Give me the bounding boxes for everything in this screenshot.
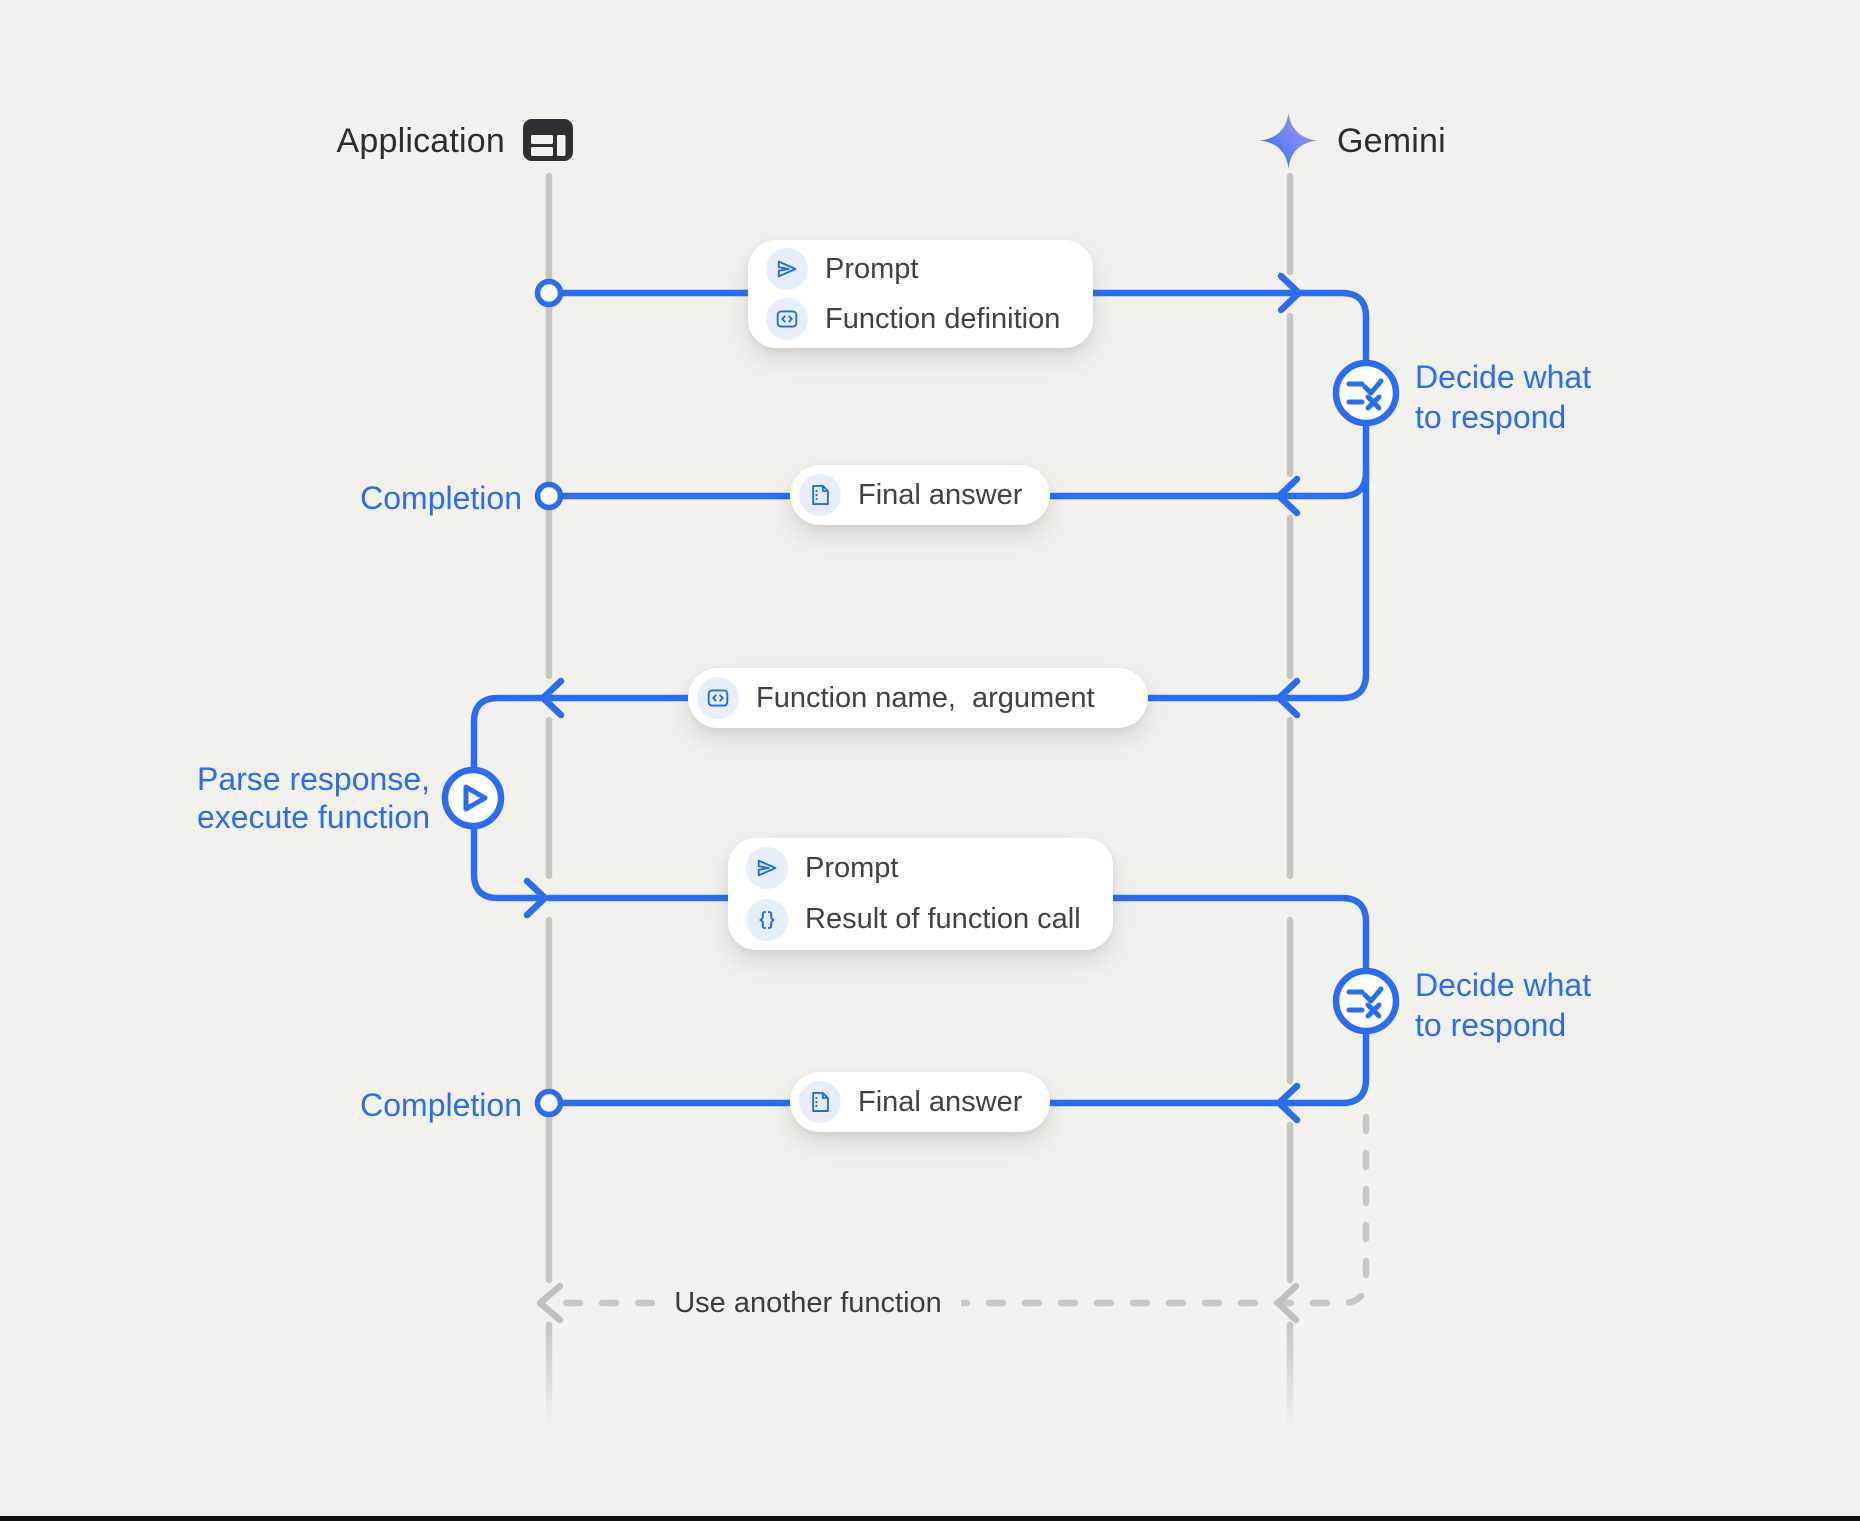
message-label: Prompt — [805, 851, 899, 884]
document-icon — [799, 1081, 841, 1123]
execute-node — [441, 766, 505, 830]
parse-execute-label: Parse response, execute function — [110, 760, 430, 836]
message-row: Function definition — [766, 298, 1067, 340]
message-label: Final answer — [858, 478, 1023, 511]
message-row: Function name, argument — [697, 677, 1128, 719]
play-icon — [463, 784, 488, 812]
app-window-icon — [523, 119, 573, 161]
arrowhead-left-application-dashed — [536, 1282, 564, 1324]
code-icon — [766, 298, 808, 340]
application-actor-label: Application — [336, 122, 505, 160]
decide-node-2 — [1332, 967, 1400, 1035]
arrowhead-left-gemini-completion-2 — [1275, 1082, 1301, 1124]
origin-marker-completion-1 — [534, 481, 564, 511]
message-box-function-name-argument: Function name, argument — [688, 668, 1148, 728]
origin-marker-completion-2 — [534, 1088, 564, 1118]
decide-label-line1: Decide what — [1415, 967, 1592, 1003]
use-another-function-dashed-path — [541, 1113, 1370, 1307]
decide-label-line1: Decide what — [1415, 359, 1592, 395]
gemini-star-icon — [1260, 112, 1317, 169]
message-box-final-answer-2: Final answer — [790, 1072, 1050, 1132]
message-label: Result of function call — [805, 903, 1081, 936]
arrowhead-right-gemini-msg1 — [1277, 272, 1303, 314]
send-icon — [766, 248, 808, 290]
decide-label-2: Decide what to respond — [1415, 965, 1591, 1045]
message-label: Function name, argument — [756, 681, 1095, 714]
braces-icon — [746, 898, 788, 941]
gemini-actor-label: Gemini — [1337, 122, 1446, 160]
message-row: Prompt — [766, 248, 1067, 290]
origin-markers — [534, 278, 564, 1118]
message-label: Prompt — [825, 252, 919, 285]
dashed-arrowheads — [536, 1282, 1300, 1324]
path-final-answer-1 — [545, 468, 1370, 500]
message-box-final-answer-1: Final answer — [790, 465, 1050, 525]
blue-arrowheads — [523, 272, 1303, 1124]
message-box-prompt-function-result: Prompt Result of function call — [728, 838, 1113, 950]
completion-label-1: Completion — [360, 480, 522, 516]
code-icon — [697, 677, 739, 719]
bottom-edge-bar — [0, 1516, 1860, 1521]
completion-label-2: Completion — [360, 1087, 522, 1123]
decide-node-1 — [1332, 359, 1400, 427]
message-label: Final answer — [858, 1085, 1023, 1118]
document-icon — [799, 474, 841, 516]
message-row: Final answer — [799, 474, 1030, 516]
arrowhead-left-gemini-function-name — [1275, 677, 1301, 719]
decide-label-line2: to respond — [1415, 1007, 1567, 1043]
parse-execute-line2: execute function — [196, 799, 430, 835]
checklist-icon — [1346, 986, 1384, 1019]
arrowhead-left-gemini-dashed — [1274, 1282, 1300, 1324]
message-box-prompt-function-definition: Prompt Function definition — [748, 240, 1093, 348]
message-row: Prompt — [746, 847, 1087, 890]
send-icon — [746, 847, 788, 890]
decide-label-1: Decide what to respond — [1415, 357, 1591, 437]
message-row: Final answer — [799, 1081, 1030, 1123]
message-row: Result of function call — [746, 898, 1087, 941]
use-another-function-label: Use another function — [655, 1287, 961, 1320]
checklist-icon — [1346, 378, 1384, 411]
arrowhead-left-application-function-name — [539, 677, 565, 719]
parse-execute-line1: Parse response, — [196, 761, 430, 797]
message-label: Function definition — [825, 302, 1061, 335]
origin-marker-msg1 — [534, 278, 564, 308]
path-prompt-to-function-name — [470, 289, 1370, 902]
arrowhead-right-application-msg2 — [523, 877, 549, 919]
decide-label-line2: to respond — [1415, 399, 1567, 435]
arrowhead-left-gemini-final-answer-1 — [1275, 475, 1301, 517]
